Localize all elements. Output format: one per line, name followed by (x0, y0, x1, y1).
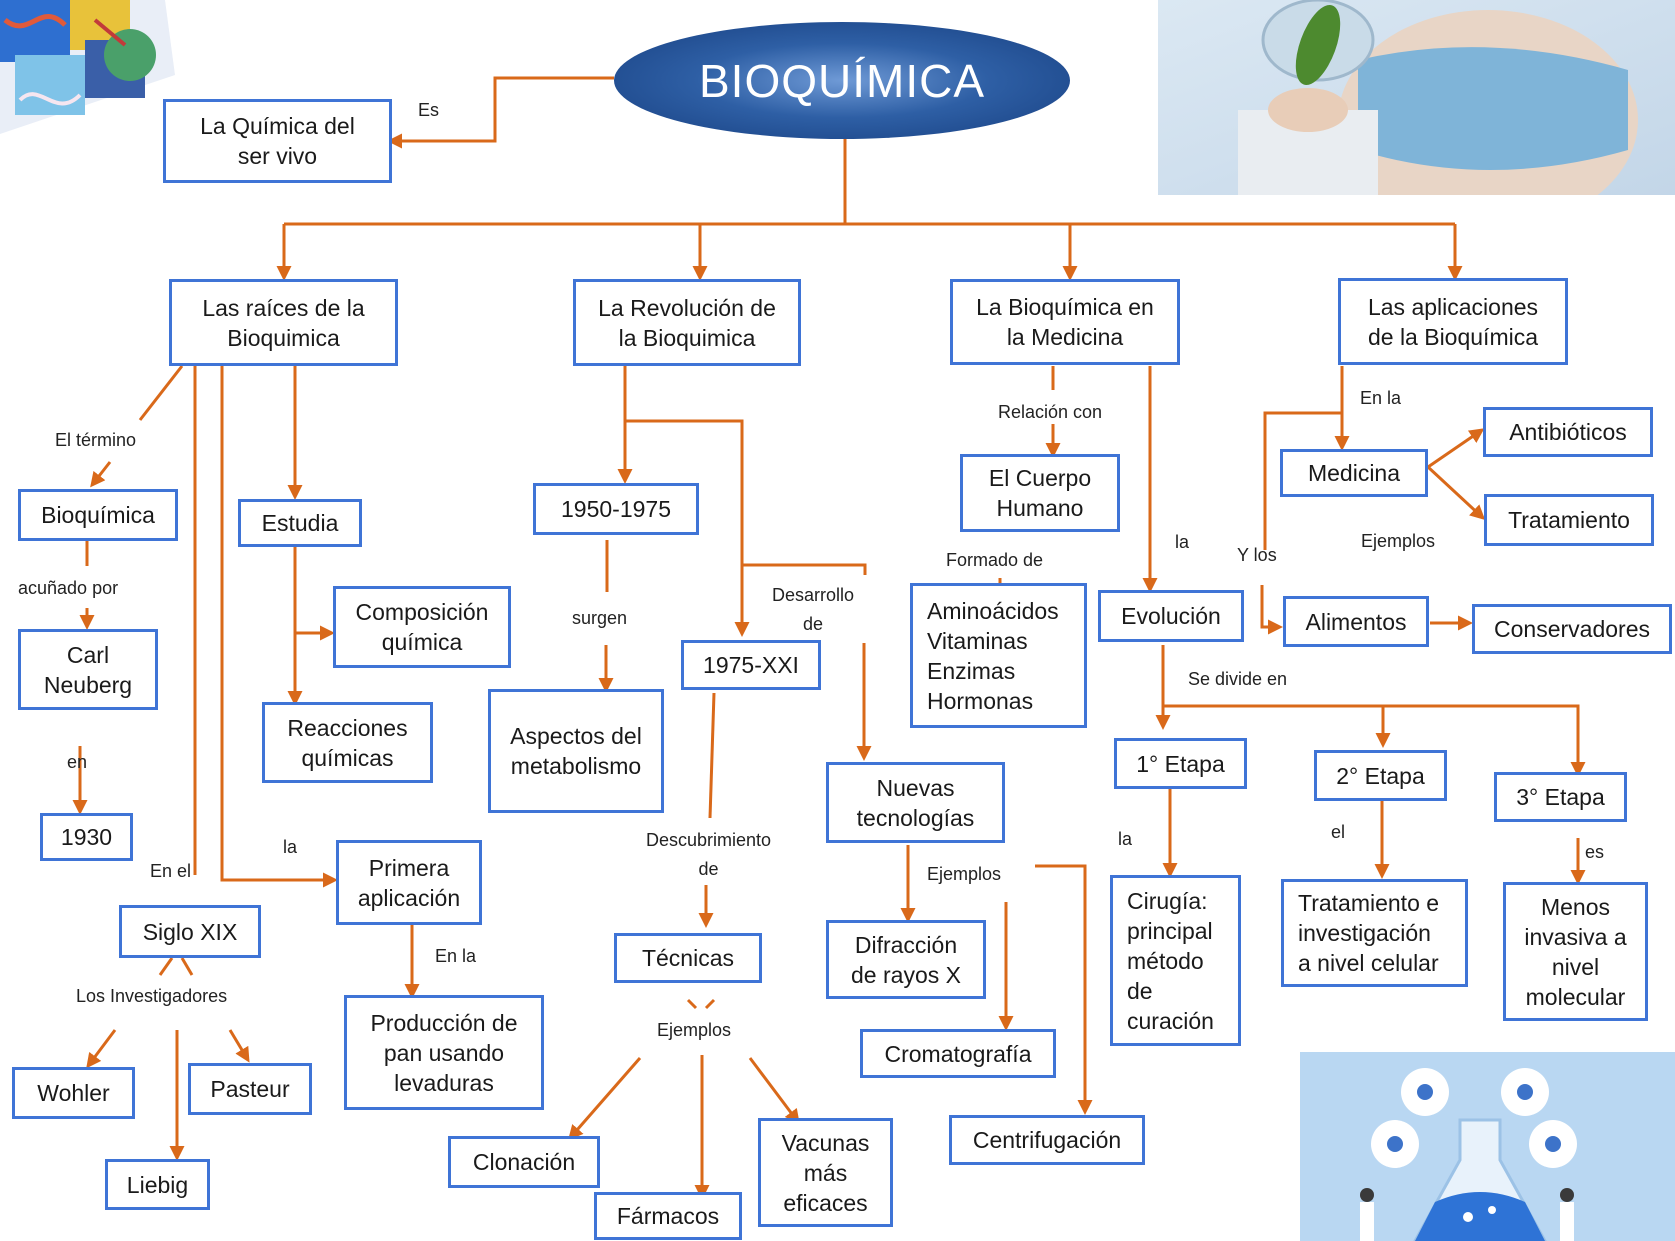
node-vacunas: Vacunas más eficaces (758, 1118, 893, 1227)
label-la-evolucion: la (1175, 532, 1190, 552)
node-nuevas-tecnologias: Nuevas tecnologías (826, 762, 1005, 843)
label-surgen: surgen (572, 608, 628, 628)
node-carl: Carl Neuberg (18, 629, 158, 710)
node-etapa3: 3° Etapa (1494, 772, 1627, 822)
node-bioquimica: Bioquímica (18, 489, 178, 541)
node-1975-xxi: 1975-XXI (681, 640, 821, 690)
node-evolucion: Evolución (1098, 590, 1244, 642)
node-etapa1: 1° Etapa (1114, 738, 1247, 789)
node-farmacos: Fármacos (594, 1192, 742, 1240)
node-1930: 1930 (40, 813, 133, 861)
node-centrifugacion: Centrifugación (949, 1115, 1145, 1165)
node-tecnicas: Técnicas (614, 933, 762, 983)
scientist-leaf-image (1158, 0, 1675, 195)
node-aminoacidos: Aminoácidos Vitaminas Enzimas Hormonas (910, 583, 1087, 728)
node-medicina: Medicina (1280, 449, 1428, 497)
label-desarrollo-de: Desarrollo de (772, 585, 855, 634)
label-ejemplos-aplic: Ejemplos (1361, 531, 1436, 551)
label-en-la-medicina: En la (1360, 388, 1402, 408)
label-los-investigadores: Los Investigadores (76, 986, 228, 1006)
node-cromatografia: Cromatografía (860, 1029, 1056, 1078)
node-estudia: Estudia (238, 499, 362, 547)
node-liebig: Liebig (105, 1159, 210, 1210)
label-relacion-con: Relación con (998, 402, 1103, 422)
node-wohler: Wohler (12, 1067, 135, 1119)
node-siglo-xix: Siglo XIX (119, 905, 261, 958)
label-el-tratamiento: el (1331, 822, 1346, 842)
node-antibioticos: Antibióticos (1483, 407, 1653, 457)
node-alimentos: Alimentos (1283, 596, 1429, 647)
node-medicina-main: La Bioquímica en la Medicina (950, 279, 1180, 365)
label-la-primera: la (283, 837, 298, 857)
label-es-top: Es (418, 100, 440, 120)
label-acunado-por: acuñado por (18, 578, 119, 598)
node-quimica-ser-vivo: La Química del ser vivo (163, 99, 392, 183)
label-ejemplos-tecnologias: Ejemplos (927, 864, 1002, 884)
node-etapa2: 2° Etapa (1314, 750, 1447, 801)
node-cuerpo-humano: El Cuerpo Humano (960, 454, 1120, 532)
node-conservadores: Conservadores (1472, 604, 1672, 654)
node-pasteur: Pasteur (188, 1063, 312, 1115)
node-tratamiento-investigacion: Tratamiento e investigación a nivel celu… (1281, 879, 1468, 987)
label-la-cirugia: la (1118, 829, 1133, 849)
lab-flask-illustration (1300, 1052, 1675, 1241)
node-difraccion: Difracción de rayos X (826, 920, 986, 999)
node-1950-1975: 1950-1975 (533, 483, 699, 535)
node-aspectos: Aspectos del metabolismo (488, 689, 664, 813)
node-tratamiento: Tratamiento (1484, 494, 1654, 546)
label-el-termino: El término (55, 430, 137, 450)
node-primera-aplicacion: Primera aplicación (336, 840, 482, 925)
label-en-la-pan: En la (435, 946, 477, 966)
node-composicion: Composición química (333, 586, 511, 668)
label-en: en (67, 752, 88, 772)
label-descubrimiento-de: Descubrimiento de (646, 830, 772, 879)
node-raices: Las raíces de la Bioquimica (169, 279, 398, 366)
node-cirugia: Cirugía: principal método de curación (1110, 875, 1241, 1046)
label-y-los: Y los (1237, 545, 1277, 565)
label-es-menos: es (1585, 842, 1605, 862)
label-formado-de: Formado de (946, 550, 1044, 570)
node-menos-invasiva: Menos invasiva a nivel molecular (1503, 882, 1648, 1021)
node-revolucion: La Revolución de la Bioquimica (573, 279, 801, 366)
node-reacciones: Reacciones químicas (262, 702, 433, 783)
page-title: BIOQUÍMICA (614, 22, 1070, 139)
node-produccion-pan: Producción de pan usando levaduras (344, 995, 544, 1110)
label-se-divide-en: Se divide en (1188, 669, 1288, 689)
dna-collage-image (0, 0, 175, 134)
label-en-el: En el (150, 861, 192, 881)
label-ejemplos-tecnicas: Ejemplos (657, 1020, 732, 1040)
node-clonacion: Clonación (448, 1136, 600, 1188)
node-aplicaciones: Las aplicaciones de la Bioquímica (1338, 278, 1568, 365)
